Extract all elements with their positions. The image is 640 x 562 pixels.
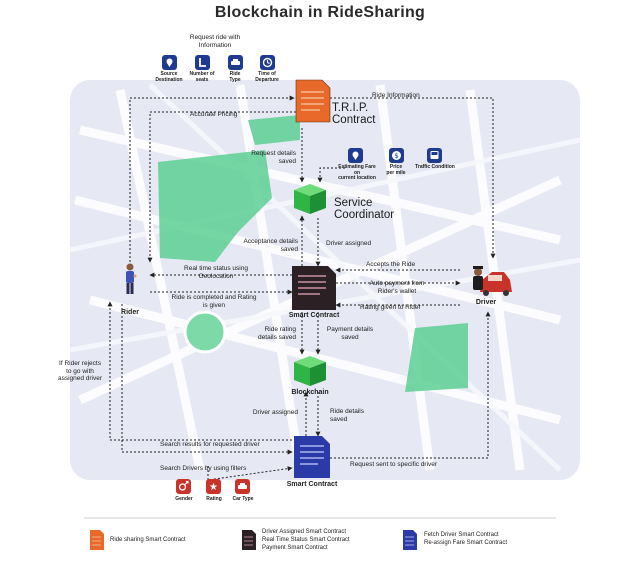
request-item-ride-type: Ride Type	[229, 71, 241, 83]
legend-orange-doc-icon	[90, 530, 104, 550]
edge-accepts-ride: Accepts the Ride	[366, 261, 416, 268]
legend-blue-label: Fetch Driver Smart Contract Re-assign Fa…	[424, 532, 508, 546]
edge-rating-given: Rating given to Rider	[360, 304, 421, 311]
smart-contract-mid-label: Smart Contract	[288, 312, 340, 319]
smart-contract-blue-icon	[294, 436, 330, 478]
driver-car-icon	[473, 266, 512, 296]
edge-driver-assigned-top: Driver assigned	[326, 240, 372, 247]
pricing-item-estimating: Estimating Fare on current location	[338, 164, 376, 181]
edge-driver-assigned-bottom: Driver assigned	[252, 409, 298, 416]
edge-request-details-saved: Request details saved	[251, 150, 296, 165]
svg-text:$: $	[394, 152, 398, 160]
filters-heading: Search Drivers by using filters	[160, 465, 247, 472]
edge-real-time-status: Real time status using Geolocation	[184, 265, 248, 280]
edge-search-results: Search results for requested driver	[160, 441, 260, 448]
park-area	[405, 323, 468, 392]
edge-auto-payment: Auto payment from Rider's wallet	[369, 280, 425, 295]
rider-label: Rider	[121, 309, 139, 316]
pricing-item-price: Price per mile	[386, 164, 406, 176]
park-area	[158, 150, 272, 262]
request-heading: Request ride with Information	[189, 34, 241, 49]
filter-item-gender: Gender	[175, 496, 193, 502]
edge-ride-completed: Ride is completed and Rating is given	[171, 294, 257, 309]
location-pin-icon	[162, 55, 177, 70]
traffic-bus-icon	[427, 148, 442, 163]
edge-accurate-pricing: Accurate Pricing	[190, 111, 238, 118]
diagram-title: Blockchain in RideSharing	[214, 4, 426, 21]
request-item-seats: Number of seats	[189, 71, 215, 83]
price-dollar-icon: $	[389, 148, 404, 163]
park-area	[248, 115, 300, 145]
edge-payment-saved: Payment details saved	[326, 326, 374, 341]
rating-star-icon: ★	[206, 479, 221, 494]
location-pin-icon	[348, 148, 363, 163]
blockchain-cube-icon	[294, 356, 326, 386]
edge-acceptance-details-saved: Acceptance details saved	[243, 238, 298, 253]
filter-item-car-type: Car Type	[232, 496, 254, 502]
pricing-item-traffic: Traffic Condition	[415, 164, 455, 170]
edge-request-sent: Request sent to specific driver	[350, 461, 438, 468]
edge-rider-rejects: If Rider rejects to go with assigned dri…	[57, 360, 103, 382]
service-coordinator-cube-icon	[294, 184, 326, 214]
request-item-time: Time of Departure	[255, 71, 279, 83]
park-circle	[183, 310, 227, 354]
legend-orange-label: Ride sharing Smart Contract	[110, 537, 186, 543]
driver-label: Driver	[475, 299, 497, 306]
blockchain-label: Blockchain	[291, 389, 329, 396]
seats-icon	[195, 55, 210, 70]
smart-contract-bottom-label: Smart Contract	[286, 481, 338, 488]
trip-contract-label: T.R.I.P. Contract	[332, 102, 376, 126]
gender-icon	[176, 479, 191, 494]
edge-ride-details-saved: Ride details saved	[330, 408, 364, 423]
legend-blue-doc-icon	[403, 530, 417, 550]
service-coordinator-label: Service Coordinator	[334, 197, 395, 221]
legend-dark-label: Driver Assigned Smart Contract Real Time…	[262, 529, 350, 551]
edge-ride-rating-saved: Ride rating details saved	[258, 326, 296, 341]
legend-dark-doc-icon	[242, 530, 256, 550]
svg-text:★: ★	[209, 482, 218, 493]
filter-item-rating: Rating	[206, 496, 222, 502]
request-item-source: Source Destination	[155, 71, 183, 83]
car-type-icon	[228, 55, 243, 70]
edge-ride-information: Ride Information	[372, 92, 420, 99]
smart-contract-dark-icon	[292, 266, 336, 310]
car-type-icon	[235, 479, 250, 494]
clock-icon	[260, 55, 275, 70]
trip-contract-icon	[295, 79, 331, 123]
rider-person-icon	[126, 263, 137, 294]
